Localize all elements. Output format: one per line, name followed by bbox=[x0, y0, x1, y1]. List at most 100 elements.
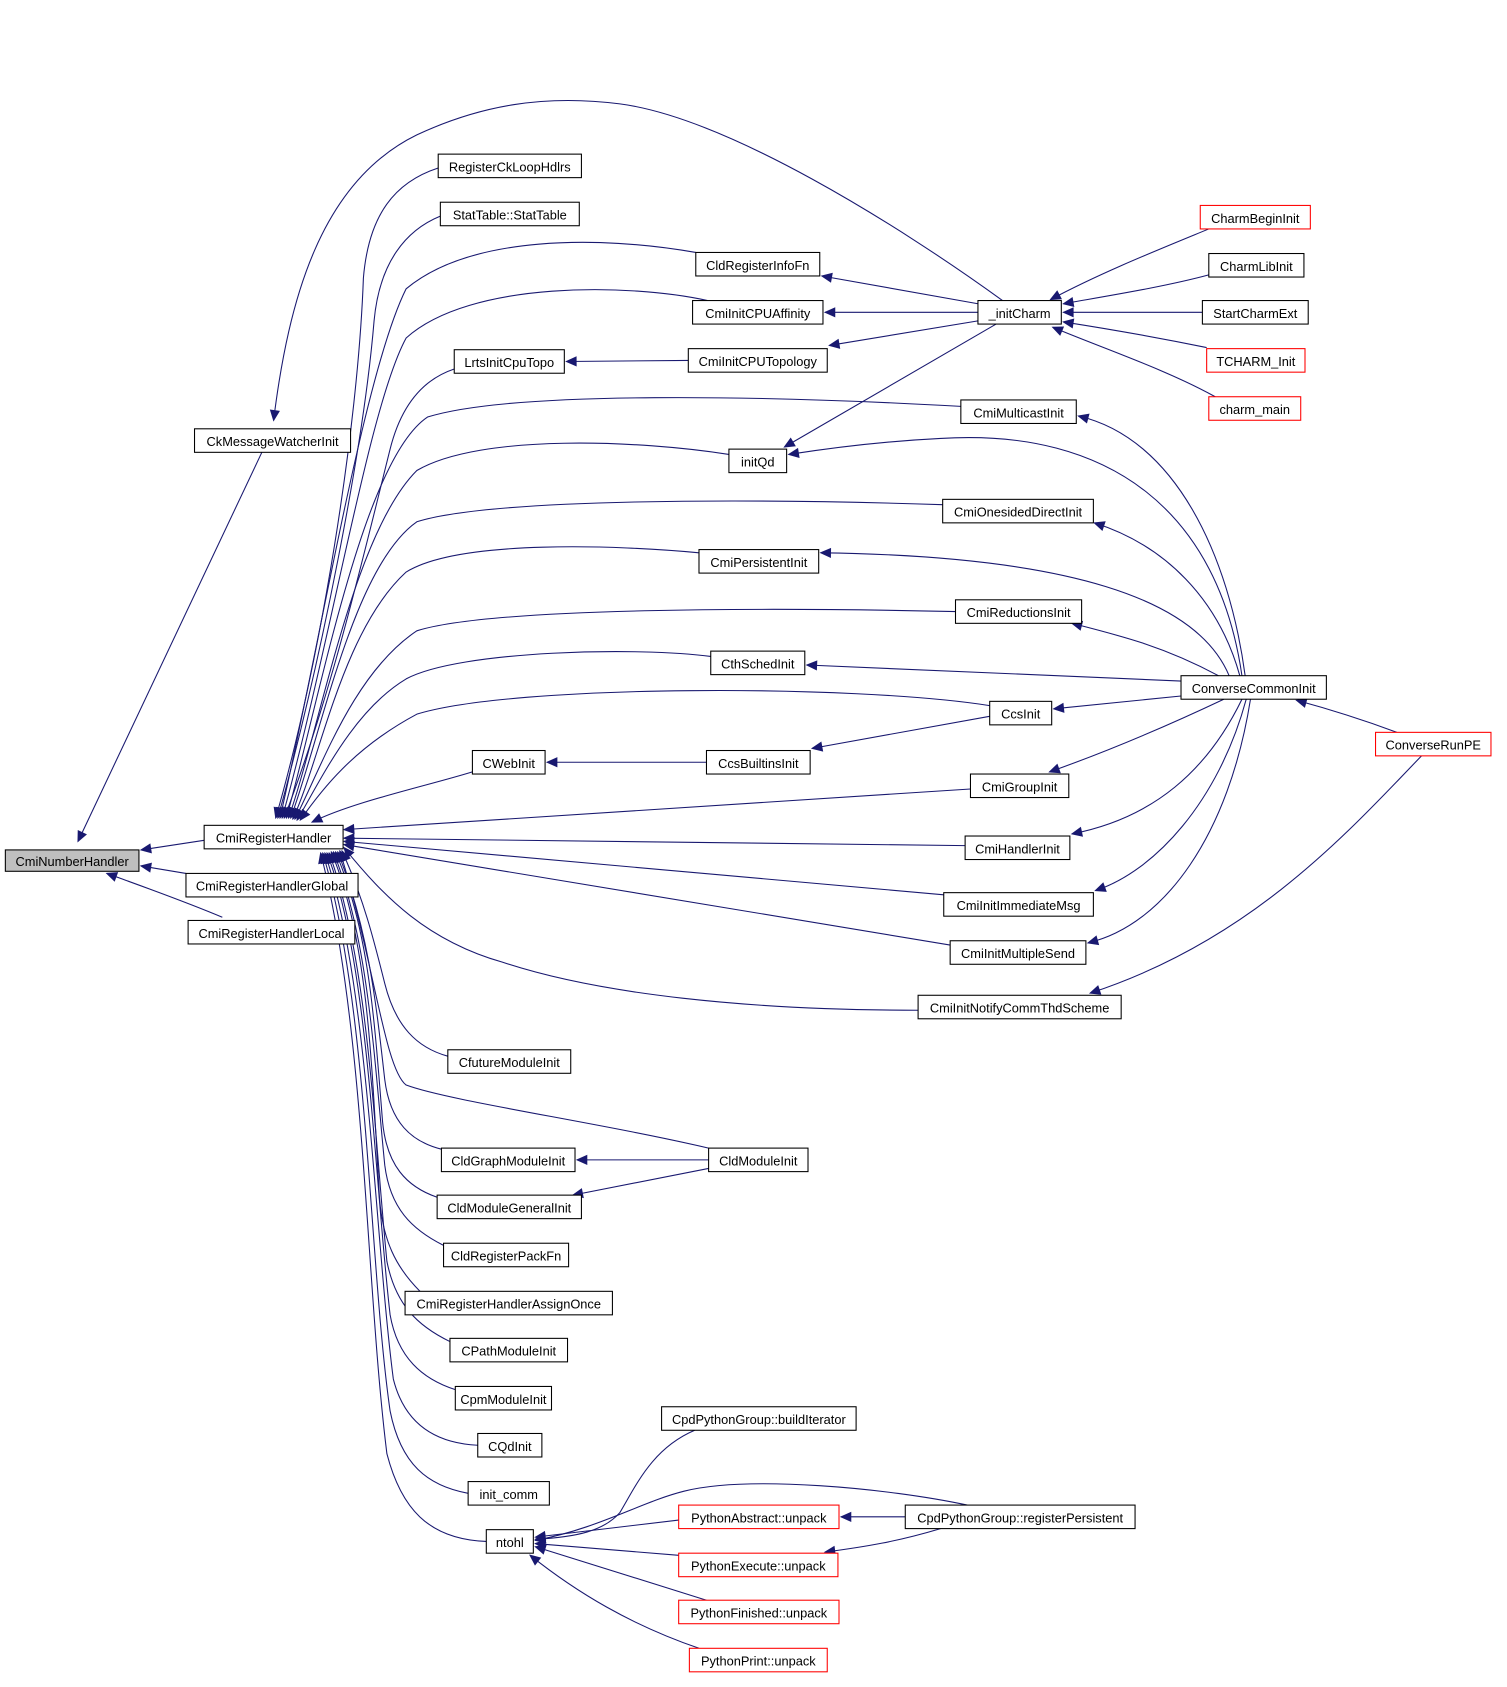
node-CharmLibInit[interactable]: CharmLibInit bbox=[1208, 252, 1305, 278]
node-CcsBuiltinsInit[interactable]: CcsBuiltinsInit bbox=[705, 749, 811, 775]
node-CmiRegisterHandlerAssignOnce[interactable]: CmiRegisterHandlerAssignOnce bbox=[404, 1290, 613, 1316]
node-box[interactable] bbox=[708, 1147, 809, 1173]
node-PythonAbstract_unpack[interactable]: PythonAbstract::unpack bbox=[678, 1504, 840, 1530]
node-box[interactable] bbox=[404, 1290, 613, 1316]
node-box[interactable] bbox=[1201, 300, 1309, 325]
node-box[interactable] bbox=[678, 1504, 840, 1530]
node-box[interactable] bbox=[1208, 396, 1302, 421]
node-box[interactable] bbox=[695, 251, 821, 277]
node-RegisterCkLoopHdlrs[interactable]: RegisterCkLoopHdlrs bbox=[437, 153, 582, 179]
node-box[interactable] bbox=[471, 749, 546, 775]
node-CmiHandlerInit[interactable]: CmiHandlerInit bbox=[964, 835, 1071, 861]
node-CldRegisterInfoFn[interactable]: CldRegisterInfoFn bbox=[695, 251, 821, 277]
node-box[interactable] bbox=[917, 994, 1122, 1020]
node-PythonFinished_unpack[interactable]: PythonFinished::unpack bbox=[678, 1599, 840, 1625]
node-box[interactable] bbox=[485, 1529, 534, 1554]
node-box[interactable] bbox=[989, 700, 1053, 726]
node-ntohl[interactable]: ntohl bbox=[485, 1529, 534, 1554]
node-CmiMulticastInit[interactable]: CmiMulticastInit bbox=[960, 399, 1077, 424]
node-LrtsInitCpuTopo[interactable]: LrtsInitCpuTopo bbox=[453, 349, 565, 374]
node-CmiInitNotifyCommThdScheme[interactable]: CmiInitNotifyCommThdScheme bbox=[917, 994, 1122, 1020]
node-initQd[interactable]: initQd bbox=[728, 448, 788, 474]
node-CWebInit[interactable]: CWebInit bbox=[471, 749, 546, 775]
node-box[interactable] bbox=[710, 650, 806, 676]
node-CfutureModuleInit[interactable]: CfutureModuleInit bbox=[447, 1049, 572, 1074]
node-ConverseRunPE[interactable]: ConverseRunPE bbox=[1375, 731, 1492, 757]
node-box[interactable] bbox=[193, 428, 352, 453]
node-box[interactable] bbox=[705, 749, 811, 775]
node-CmiNumberHandler[interactable]: CmiNumberHandler bbox=[4, 849, 140, 872]
node-CQdInit[interactable]: CQdInit bbox=[477, 1432, 543, 1458]
node-CmiPersistentInit[interactable]: CmiPersistentInit bbox=[698, 549, 820, 574]
node-CmiRegisterHandlerGlobal[interactable]: CmiRegisterHandlerGlobal bbox=[185, 872, 359, 898]
node-box[interactable] bbox=[1199, 204, 1311, 230]
node-box[interactable] bbox=[964, 835, 1071, 861]
node-box[interactable] bbox=[477, 1432, 543, 1458]
node-CharmBeginInit[interactable]: CharmBeginInit bbox=[1199, 204, 1311, 230]
node-CldRegisterPackFn[interactable]: CldRegisterPackFn bbox=[443, 1242, 570, 1268]
node-box[interactable] bbox=[4, 849, 140, 872]
node-box[interactable] bbox=[969, 773, 1070, 799]
node-CthSchedInit[interactable]: CthSchedInit bbox=[710, 650, 806, 676]
node-init_comm[interactable]: init_comm bbox=[467, 1481, 550, 1506]
node-CmiInitMultipleSend[interactable]: CmiInitMultipleSend bbox=[949, 940, 1087, 965]
node-box[interactable] bbox=[728, 448, 788, 474]
node-box[interactable] bbox=[954, 599, 1083, 624]
node-box[interactable] bbox=[185, 872, 359, 898]
node-box[interactable] bbox=[678, 1552, 839, 1578]
node-box[interactable] bbox=[436, 1194, 582, 1220]
node-box[interactable] bbox=[203, 824, 344, 850]
node-box[interactable] bbox=[943, 892, 1094, 917]
node-PythonPrint_unpack[interactable]: PythonPrint::unpack bbox=[688, 1647, 828, 1673]
node-box[interactable] bbox=[1180, 675, 1327, 700]
node-CldGraphModuleInit[interactable]: CldGraphModuleInit bbox=[440, 1147, 576, 1173]
node-CldModuleInit[interactable]: CldModuleInit bbox=[708, 1147, 809, 1173]
node-charm_main[interactable]: charm_main bbox=[1208, 396, 1302, 421]
node-box[interactable] bbox=[467, 1481, 550, 1506]
node-TCHARM_Init[interactable]: TCHARM_Init bbox=[1206, 348, 1306, 373]
node-box[interactable] bbox=[447, 1049, 572, 1074]
node-box[interactable] bbox=[661, 1406, 857, 1431]
node-box[interactable] bbox=[960, 399, 1077, 424]
node-CcsInit[interactable]: CcsInit bbox=[989, 700, 1053, 726]
node-box[interactable] bbox=[453, 349, 565, 374]
node-CmiInitCPUAffinity[interactable]: CmiInitCPUAffinity bbox=[692, 300, 824, 325]
node-box[interactable] bbox=[1208, 252, 1305, 278]
node-CmiRegisterHandlerLocal[interactable]: CmiRegisterHandlerLocal bbox=[187, 919, 356, 945]
node-StartCharmExt[interactable]: StartCharmExt bbox=[1201, 300, 1309, 325]
node-CmiReductionsInit[interactable]: CmiReductionsInit bbox=[954, 599, 1083, 624]
node-box[interactable] bbox=[443, 1242, 570, 1268]
node-CmiGroupInit[interactable]: CmiGroupInit bbox=[969, 773, 1070, 799]
node-CmiInitImmediateMsg[interactable]: CmiInitImmediateMsg bbox=[943, 892, 1094, 917]
node-CpmModuleInit[interactable]: CpmModuleInit bbox=[454, 1385, 553, 1411]
node-box[interactable] bbox=[949, 940, 1087, 965]
node-box[interactable] bbox=[698, 549, 820, 574]
node-box[interactable] bbox=[687, 348, 828, 373]
node-box[interactable] bbox=[688, 1647, 828, 1673]
node-CpdPythonGroup_buildIterator[interactable]: CpdPythonGroup::buildIterator bbox=[661, 1406, 857, 1431]
node-CmiOnesidedDirectInit[interactable]: CmiOnesidedDirectInit bbox=[942, 498, 1094, 524]
node-box[interactable] bbox=[454, 1385, 553, 1411]
node-box[interactable] bbox=[439, 201, 580, 227]
node-box[interactable] bbox=[692, 300, 824, 325]
node-box[interactable] bbox=[1375, 731, 1492, 757]
node-CkMessageWatcherInit[interactable]: CkMessageWatcherInit bbox=[193, 428, 352, 453]
node-ConverseCommonInit[interactable]: ConverseCommonInit bbox=[1180, 675, 1327, 700]
node-box[interactable] bbox=[678, 1599, 840, 1625]
node-box[interactable] bbox=[449, 1337, 569, 1363]
node-CldModuleGeneralInit[interactable]: CldModuleGeneralInit bbox=[436, 1194, 582, 1220]
node-box[interactable] bbox=[440, 1147, 576, 1173]
node-box[interactable] bbox=[437, 153, 582, 179]
node-CpdPythonGroup_registerPersistent[interactable]: CpdPythonGroup::registerPersistent bbox=[904, 1504, 1136, 1530]
node-CPathModuleInit[interactable]: CPathModuleInit bbox=[449, 1337, 569, 1363]
node-box[interactable] bbox=[187, 919, 356, 945]
node-initCharm[interactable]: _initCharm bbox=[977, 300, 1062, 325]
node-CmiInitCPUTopology[interactable]: CmiInitCPUTopology bbox=[687, 348, 828, 373]
node-box[interactable] bbox=[904, 1504, 1136, 1530]
node-PythonExecute_unpack[interactable]: PythonExecute::unpack bbox=[678, 1552, 839, 1578]
node-box[interactable] bbox=[942, 498, 1094, 524]
node-CmiRegisterHandler[interactable]: CmiRegisterHandler bbox=[203, 824, 344, 850]
node-box[interactable] bbox=[1206, 348, 1306, 373]
node-box[interactable] bbox=[977, 300, 1062, 325]
node-StatTable[interactable]: StatTable::StatTable bbox=[439, 201, 580, 227]
